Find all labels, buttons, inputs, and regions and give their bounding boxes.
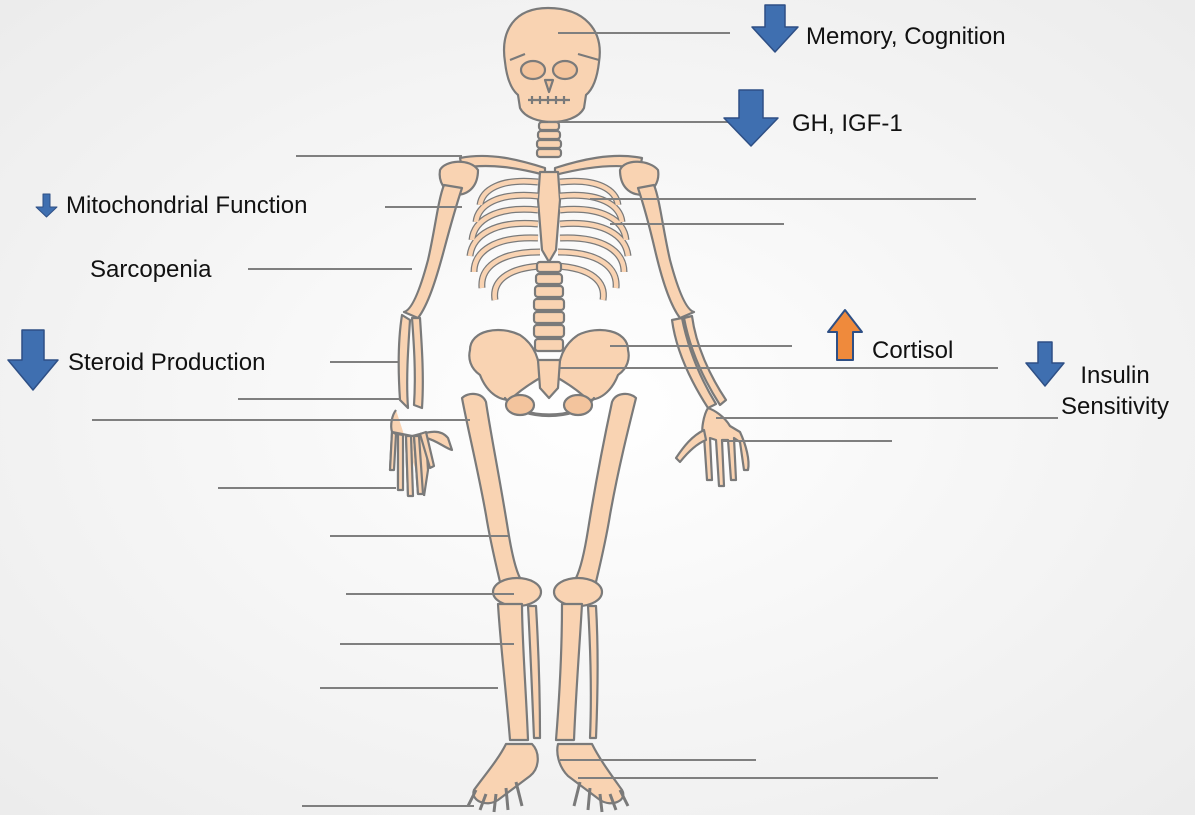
label-cortisol: Cortisol (872, 338, 953, 363)
label-memory-cognition: Memory, Cognition (806, 24, 1006, 49)
label-insulin-sensitivity: Insulin Sensitivity (1040, 360, 1190, 422)
label-mitochondrial-function: Mitochondrial Function (66, 193, 307, 218)
lumbar-spine (534, 262, 564, 351)
skull (504, 8, 600, 122)
label-sarcopenia: Sarcopenia (90, 257, 211, 282)
label-steroid-production: Steroid Production (68, 350, 265, 375)
cervical-spine (537, 122, 561, 157)
sternum (538, 172, 560, 262)
label-gh-igf1: GH, IGF-1 (792, 111, 903, 136)
